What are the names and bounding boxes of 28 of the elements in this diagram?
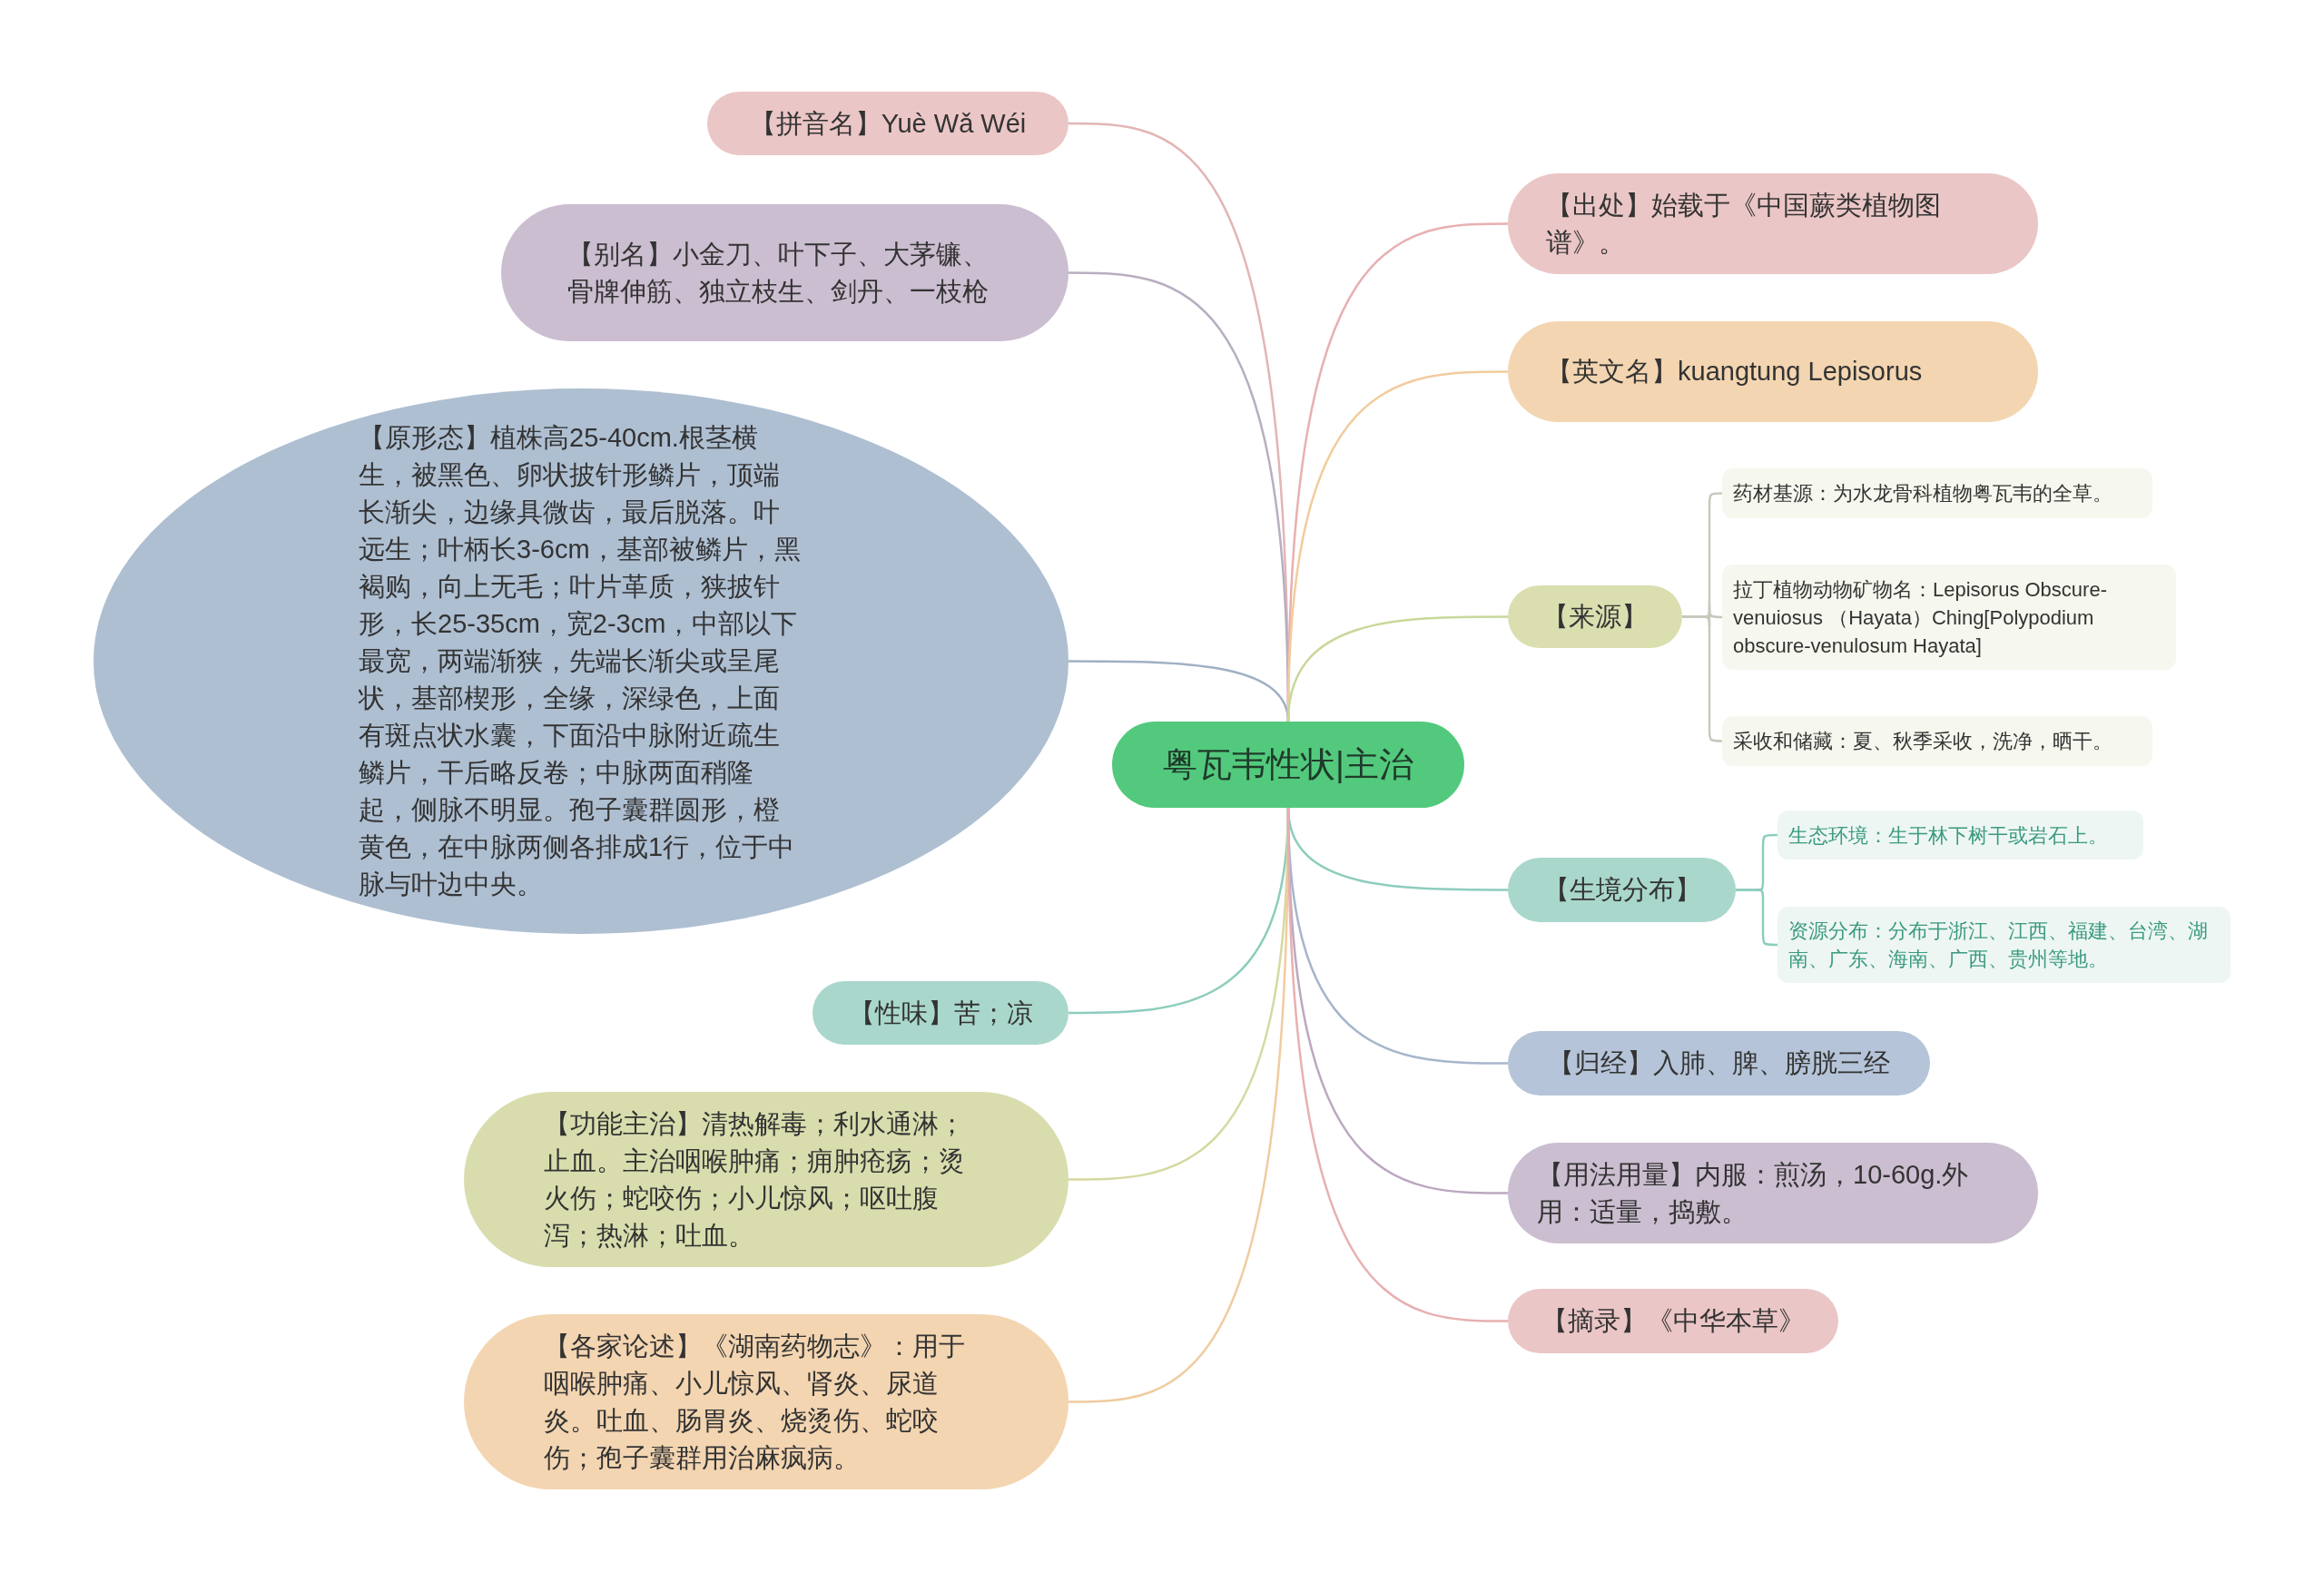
node-text: 粤瓦韦性状|主治 [1163,744,1413,785]
detail-card [1722,468,2152,518]
detail-card [1777,907,2230,983]
detail-card [1722,565,2176,670]
connector-line [1736,889,1777,947]
connector-line [1682,615,1724,742]
detail-card [1722,716,2152,766]
node-text: 【归经】入肺、脾、膀胱三经 [1548,1047,1890,1079]
node-text: 生态环境：生于林下树干或岩石上。 [1788,822,2108,849]
node-text: 【生境分布】 [1542,874,1701,906]
detail-card [1777,811,2143,860]
node-text: 资源分布：分布于浙江、江西、福建、台湾、湖南、广东、海南、广西、贵州等地。 [1788,919,2209,972]
connector-line [1286,807,1508,1322]
node-text: 【英文名】kuangtung Lepisorus [1546,356,1924,388]
node-text: 【别名】小金刀、叶下子、大茅镰、骨牌伸筋、独立枝生、剑丹、一枝枪 [566,238,990,308]
node-text: 【拼音名】Yuè Wǎ Wéi [749,107,1027,140]
node-text: 【来源】 [1542,601,1648,633]
node-text: 【出处】始载于《中国蕨类植物图谱》。 [1546,189,1942,259]
node-text: 【性味】苦；凉 [848,997,1033,1029]
node-text: 【各家论述】《湖南药物志》：用于咽喉肿痛、小儿惊风、肾炎、尿道炎。吐血、肠胃炎、烧烫伤、蛇咬伤；孢子囊群用治麻疯病。 [544,1330,966,1474]
node-text: 药材基源：为水龙骨科植物粤瓦韦的全草。 [1733,481,2112,506]
node-text: 【原形态】植株高25-40cm.根茎横生，被黑色、卵状披针形鳞片，顶端长渐尖，边缘具微齿，最后脱落。叶远生；叶柄长3-6cm，基部被鳞片，黑褐购，向上无毛；叶片革质，狭披针形，长25-35cm，宽2-3cm，中部以下最宽，两端渐狭，先端长渐尖或呈尾状，基部楔形，全缘，深绿色，上面有斑点状水囊，下面沿中脉附近疏生鳞片，干后略反卷；中脉两面稍隆起，侧脉不明显。孢子囊群圆形，橙黄色，在中脉两侧各排成1行，位于中脉与叶边中央。 [359,422,802,900]
node-text: 【摘录】《中华本草》 [1541,1305,1805,1337]
connector-line [1286,615,1508,722]
node-text: 【用法用量】内服：煎汤，10-60g.外用：适量，捣敷。 [1537,1158,1970,1228]
node-text: 采收和储藏：夏、秋季采收，洗净，晒干。 [1733,729,2112,754]
node-text: 【功能主治】清热解毒；利水通淋；止血。主治咽喉肿痛；痈肿疮疡；烫火伤；蛇咬伤；小儿惊风；呕吐腹泻；热淋；吐血。 [544,1107,966,1252]
node-text: 拉丁植物动物矿物名：Lepisorus Obscure-venuiosus （Hayata）Ching[Polypodium obscure-venulosum Hayata] [1733,576,2108,659]
